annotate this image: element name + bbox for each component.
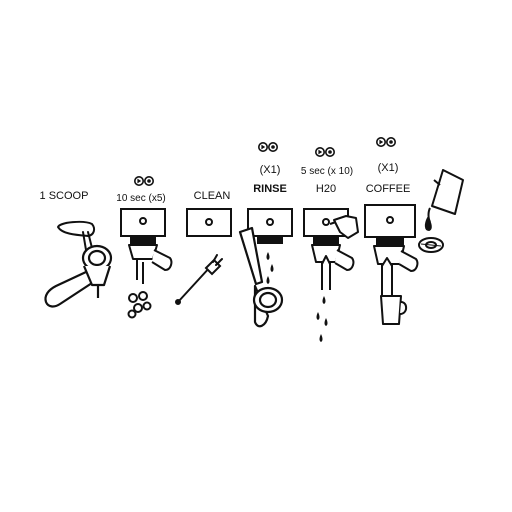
- group-head-icon-clean: [186, 208, 232, 237]
- group-head-icon-coffee: [364, 204, 416, 245]
- play-pause-icon-water: [314, 147, 336, 157]
- portafilter-icon-scoop: [44, 244, 113, 308]
- step-label-water: H20: [315, 183, 337, 195]
- water-drops-icon-water: [316, 296, 328, 342]
- portafilter-icon-tamp: [127, 244, 173, 319]
- step-label-rinse: RINSE: [253, 183, 287, 195]
- step-label-scoop: 1 SCOOP: [39, 190, 89, 202]
- play-pause-icon-coffee: [375, 137, 397, 147]
- group-head-icon-tamp: [120, 208, 166, 244]
- step-repeat-coffee: (X1): [377, 162, 399, 174]
- step-repeat-rinse: (X1): [259, 164, 281, 176]
- step-detail-tamp: 10 sec (x5): [116, 193, 166, 204]
- water-drops-icon-rinse: [266, 252, 274, 284]
- step-detail-water: 5 sec (x 10): [300, 166, 354, 177]
- portafilter-icon-water: [311, 244, 355, 290]
- filter-disc-icon: [418, 237, 444, 253]
- coffee-cup-icon: [380, 295, 408, 325]
- group-head-icon-rinse: [247, 208, 293, 244]
- step-label-coffee: COFFEE: [365, 183, 411, 195]
- pouring-jug-icon: [424, 169, 464, 231]
- coffee-scoop-icon: [57, 220, 96, 251]
- cleaning-brush-icon: [175, 254, 223, 305]
- portafilter-icon-rinse: [238, 226, 284, 328]
- step-label-clean: CLEAN: [193, 190, 231, 202]
- portafilter-icon-coffee: [373, 245, 419, 300]
- play-pause-icon-tamp: [134, 176, 154, 186]
- play-pause-icon-rinse: [257, 142, 279, 152]
- finger-press-icon: [329, 215, 359, 239]
